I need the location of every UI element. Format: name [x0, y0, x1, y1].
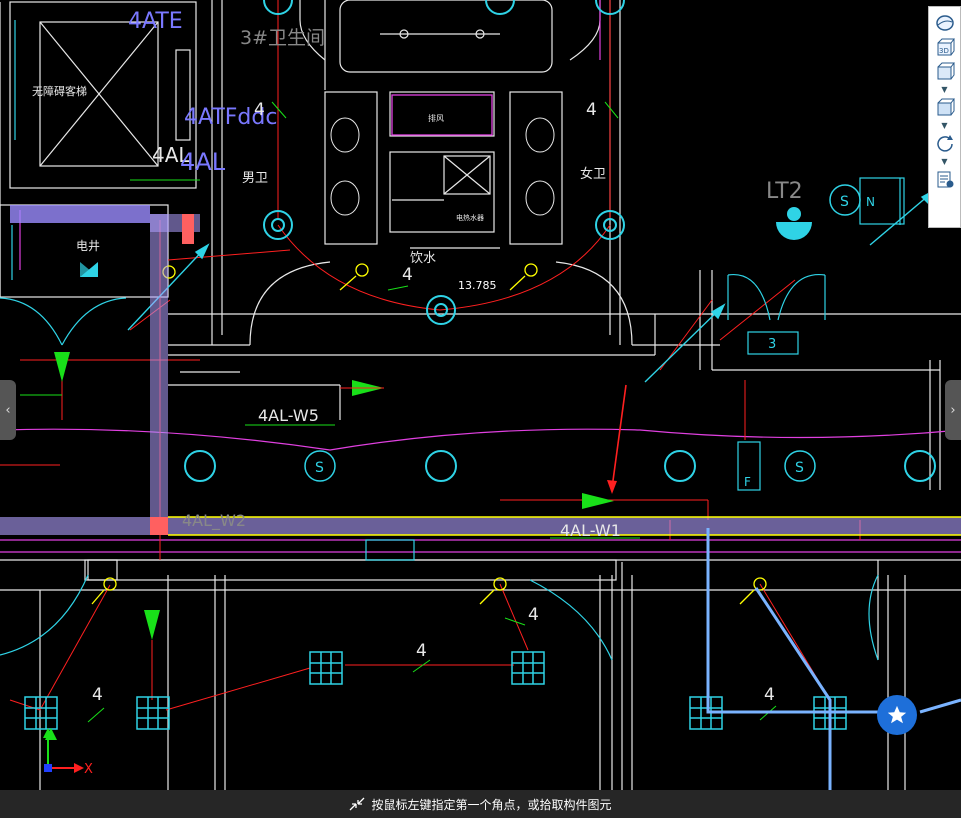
label-sensor: S	[795, 460, 804, 476]
svg-text:3D: 3D	[939, 47, 949, 55]
chevron-down-icon[interactable]: ▼	[941, 84, 948, 94]
rotate-button[interactable]	[931, 131, 959, 155]
3d-view-button[interactable]: 3D	[931, 35, 959, 59]
label-count: 4	[254, 100, 265, 120]
label-panel-al1: 4AL	[152, 143, 190, 167]
wall-lines	[0, 0, 961, 790]
label-lt: LT2	[766, 179, 803, 204]
panel-lights	[24, 651, 847, 730]
label-panel-al2: 4AL	[180, 148, 226, 176]
label-n-symbol: N	[866, 195, 875, 209]
red-wiring	[0, 0, 861, 711]
view-cube-button[interactable]	[931, 59, 959, 83]
vent-box	[391, 94, 493, 136]
label-box3: 3	[768, 337, 776, 352]
cable-route	[706, 528, 961, 790]
properties-button[interactable]	[931, 167, 959, 191]
label-count: 4	[416, 641, 427, 661]
label-circuit-w1[interactable]: 4AL-W1	[560, 521, 621, 540]
label-drinking: 饮水	[410, 251, 436, 266]
favorite-button[interactable]	[877, 695, 917, 735]
label-water-heater: 电热水器	[456, 213, 484, 222]
select-corner-icon	[350, 797, 365, 811]
view-cube-alt-button[interactable]	[931, 95, 959, 119]
ceiling-lamps	[184, 0, 936, 482]
label-elevation: 13.785	[458, 279, 497, 292]
chevron-down-icon[interactable]: ▼	[941, 120, 948, 130]
label-circuit-w5[interactable]: 4AL-W5	[258, 406, 319, 425]
label-count: 4	[92, 685, 103, 705]
left-panel-toggle[interactable]: ‹	[0, 380, 16, 440]
chevron-left-icon: ‹	[5, 402, 11, 418]
cube-icon	[937, 98, 955, 116]
chevron-down-icon[interactable]: ▼	[941, 156, 948, 166]
door-swings	[0, 20, 905, 661]
label-mens: 男卫	[242, 171, 268, 186]
direction-arrows	[45, 352, 614, 740]
axis-x-label: X	[84, 762, 93, 776]
right-panel-toggle[interactable]: ›	[945, 380, 961, 440]
label-count: 4	[402, 265, 413, 285]
label-elec-shaft: 电井	[76, 239, 100, 253]
label-count: 4	[764, 685, 775, 705]
view-toolbar: 3D ▼ ▼ ▼	[928, 6, 961, 228]
ucs-axis-indicator: X	[38, 728, 98, 777]
orbit-icon	[935, 15, 954, 31]
label-count: 4	[586, 100, 597, 120]
tick-marks	[20, 101, 777, 723]
label-sensor: S	[840, 194, 849, 210]
annotation-arrow	[607, 384, 627, 494]
rotate-icon	[936, 135, 953, 152]
chevron-right-icon: ›	[950, 402, 956, 418]
command-prompt: 按鼠标左键指定第一个角点，或拾取构件图元	[371, 797, 612, 812]
cable-tray-selection[interactable]	[0, 205, 961, 536]
label-womens: 女卫	[580, 166, 606, 182]
properties-icon	[937, 171, 953, 188]
view-cube-icon	[937, 62, 955, 80]
label-vent: 排风	[428, 113, 444, 123]
label-panel-atf: 4ATFddc	[184, 105, 277, 130]
magenta-wiring	[0, 0, 961, 553]
3d-view-icon: 3D	[937, 38, 955, 56]
shaft-symbol	[80, 262, 98, 277]
wall-lamps	[91, 263, 767, 605]
label-circuit-w2[interactable]: 4AL_W2	[182, 511, 246, 531]
orbit-button[interactable]	[931, 11, 959, 35]
label-count: 4	[528, 605, 539, 625]
label-stair-tag: 4ATE	[128, 9, 183, 34]
label-restroom-title: 3#卫生间	[240, 27, 325, 49]
label-sensor: S	[315, 460, 324, 476]
sanitary-fixtures	[330, 117, 555, 216]
outlet-symbol	[776, 207, 812, 240]
switch-lines	[127, 188, 937, 383]
sensor-circles	[304, 184, 861, 482]
command-status-bar: 按鼠标左键指定第一个角点，或拾取构件图元	[0, 790, 961, 818]
label-elevator: 无障碍客梯	[32, 84, 87, 98]
star-icon	[887, 705, 907, 724]
label-f-symbol: F	[744, 475, 751, 489]
